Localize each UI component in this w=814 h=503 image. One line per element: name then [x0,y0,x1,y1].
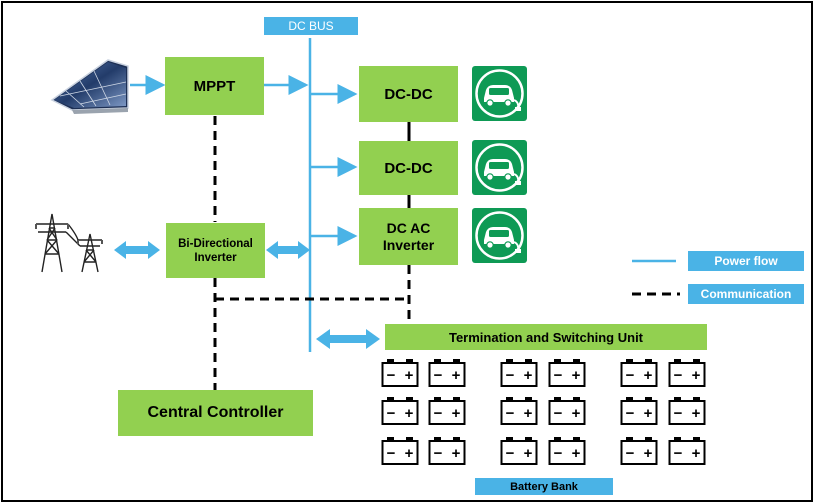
battery-negative-terminal: − [674,445,683,462]
battery-positive-terminal: + [572,405,581,422]
battery-icon: −+ [381,437,419,465]
battery-positive-terminal: + [644,445,653,462]
battery-positive-terminal: + [692,367,701,384]
termination-switching-unit-box: Termination and Switching Unit [385,324,707,350]
central-controller-box: Central Controller [118,390,313,436]
battery-icon: −+ [500,437,538,465]
battery-icon: −+ [620,437,658,465]
ev-charger-icon [472,140,527,195]
inverter-bus-bidirectional-arrow [266,241,310,259]
battery-negative-terminal: − [434,367,443,384]
battery-icon: −+ [428,359,466,387]
battery-negative-terminal: − [674,405,683,422]
ev-car-icon [475,69,524,118]
battery-icon: −+ [381,397,419,425]
battery-icon: −+ [668,437,706,465]
battery-icon: −+ [668,397,706,425]
battery-negative-terminal: − [506,405,515,422]
battery-icon: −+ [620,397,658,425]
legend-power-flow-label: Power flow [688,251,804,271]
battery-negative-terminal: − [626,367,635,384]
communication-lines [213,116,411,390]
battery-positive-terminal: + [524,445,533,462]
battery-positive-terminal: + [644,405,653,422]
battery-negative-terminal: − [554,405,563,422]
battery-negative-terminal: − [674,367,683,384]
battery-negative-terminal: − [554,445,563,462]
mppt-box: MPPT [165,57,264,115]
battery-icon: −+ [500,397,538,425]
battery-positive-terminal: + [405,405,414,422]
battery-icon: −+ [381,359,419,387]
battery-positive-terminal: + [452,445,461,462]
ev-charger-icon [472,66,527,121]
battery-positive-terminal: + [572,367,581,384]
ev-car-icon [475,143,524,192]
grid-bidirectional-arrow [114,241,160,259]
battery-negative-terminal: − [387,445,396,462]
dcdc-box-2: DC-DC [359,141,458,195]
battery-positive-terminal: + [572,445,581,462]
battery-negative-terminal: − [506,367,515,384]
battery-negative-terminal: − [387,367,396,384]
battery-positive-terminal: + [644,367,653,384]
battery-negative-terminal: − [554,367,563,384]
battery-positive-terminal: + [692,405,701,422]
battery-positive-terminal: + [452,405,461,422]
ev-car-icon [475,211,524,260]
battery-bank-label: Battery Bank [475,478,613,495]
battery-icon: −+ [668,359,706,387]
battery-negative-terminal: − [434,445,443,462]
battery-negative-terminal: − [506,445,515,462]
battery-icon: −+ [548,437,586,465]
dcac-inverter-box: DC AC Inverter [359,208,458,265]
battery-positive-terminal: + [452,367,461,384]
battery-positive-terminal: + [405,445,414,462]
battery-icon: −+ [620,359,658,387]
transmission-tower-icon [35,213,103,273]
battery-positive-terminal: + [692,445,701,462]
battery-negative-terminal: − [387,405,396,422]
battery-positive-terminal: + [524,405,533,422]
legend-communication-label: Communication [688,284,804,304]
solar-panel-icon [50,59,129,114]
bus-termination-bidirectional-arrow [316,329,380,349]
ev-charger-icon [472,208,527,263]
battery-negative-terminal: − [626,405,635,422]
dc-bus-label: DC BUS [264,17,358,35]
battery-negative-terminal: − [626,445,635,462]
battery-positive-terminal: + [405,367,414,384]
battery-positive-terminal: + [524,367,533,384]
battery-icon: −+ [548,397,586,425]
bidirectional-inverter-box: Bi-Directional Inverter [166,223,265,278]
battery-icon: −+ [428,437,466,465]
battery-icon: −+ [428,397,466,425]
battery-negative-terminal: − [434,405,443,422]
battery-icon: −+ [548,359,586,387]
dcdc-box-1: DC-DC [359,66,458,122]
battery-icon: −+ [500,359,538,387]
